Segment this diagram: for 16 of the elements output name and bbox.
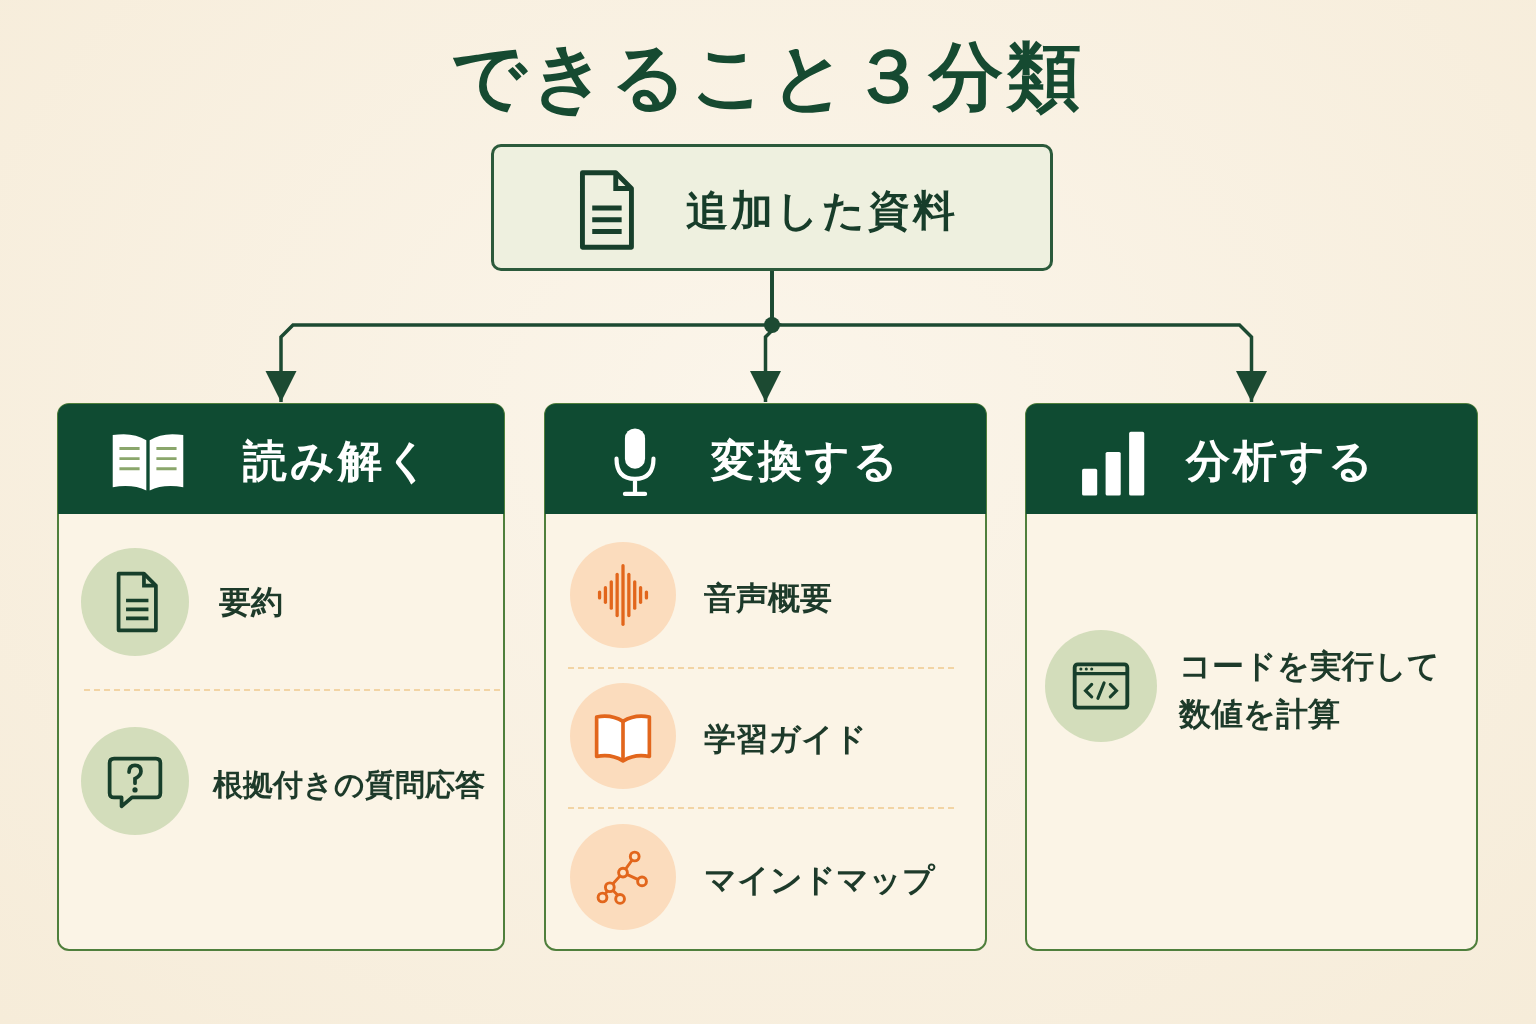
category-panel: [1025, 403, 1478, 951]
item-label: 学習ガイド: [704, 719, 868, 760]
source-box: [491, 144, 1053, 271]
item-label: コードを実行して数値を計算: [1179, 646, 1441, 735]
panel-title: 読み解く: [243, 434, 433, 488]
category-panel: [57, 403, 505, 951]
box-title: 追加した資料: [686, 185, 958, 237]
title: できること３分類: [450, 32, 1086, 121]
connector-arrow: [770, 271, 1268, 402]
item-label: 要約: [219, 582, 284, 623]
item-label: 根拠付きの質問応答: [213, 766, 486, 804]
panel-title: 分析する: [1186, 434, 1376, 488]
item-label: マインドマップ: [704, 860, 937, 901]
panel-title: 変換する: [711, 434, 901, 488]
category-panel: [544, 403, 987, 951]
item-label: 音声概要: [704, 578, 833, 619]
